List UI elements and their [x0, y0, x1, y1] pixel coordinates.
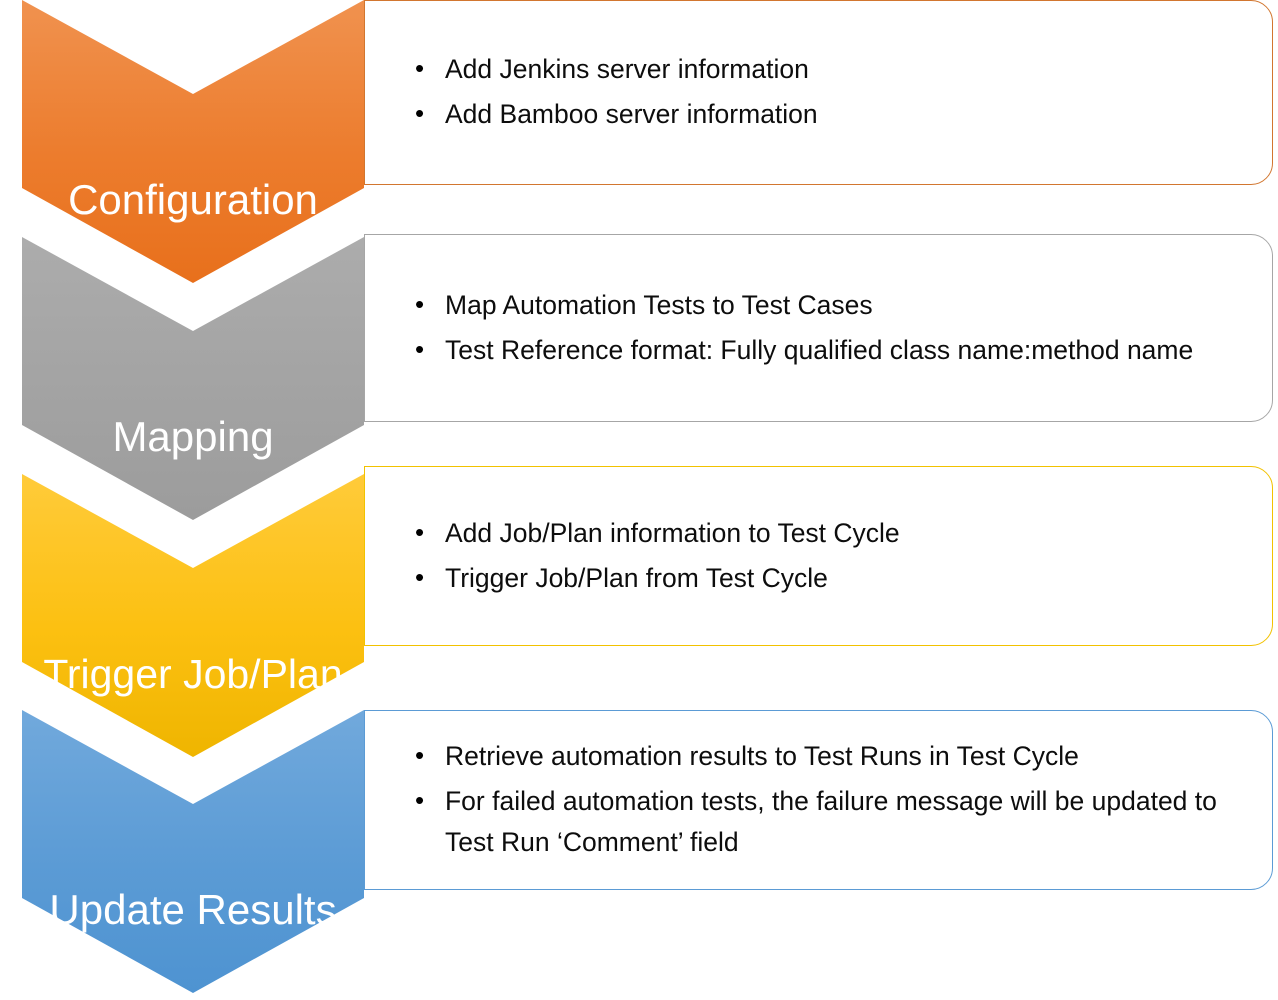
list-item: Add Bamboo server information: [415, 93, 1232, 136]
list-item: Test Reference format: Fully qualified c…: [415, 329, 1232, 372]
detail-panel-mapping: Map Automation Tests to Test Cases Test …: [364, 234, 1273, 422]
process-stage-configuration: Configuration Add Jenkins server informa…: [0, 0, 1278, 290]
process-stage-update-results: Update Results Retrieve automation resul…: [0, 710, 1278, 1000]
bullet-list-mapping: Map Automation Tests to Test Cases Test …: [365, 284, 1272, 372]
detail-panel-update-results: Retrieve automation results to Test Runs…: [364, 710, 1273, 890]
chevron-shape-icon: [22, 474, 364, 757]
process-stage-mapping: Mapping Map Automation Tests to Test Cas…: [0, 234, 1278, 527]
list-item: Retrieve automation results to Test Runs…: [415, 735, 1232, 778]
bullet-list-trigger-job-plan: Add Job/Plan information to Test Cycle T…: [365, 512, 1272, 600]
list-item: Trigger Job/Plan from Test Cycle: [415, 557, 1232, 600]
chevron-shape-icon: [22, 710, 364, 993]
chevron-update-results[interactable]: Update Results: [22, 710, 364, 993]
list-item: Add Job/Plan information to Test Cycle: [415, 512, 1232, 555]
process-stage-trigger-job-plan: Trigger Job/Plan Add Job/Plan informatio…: [0, 466, 1278, 764]
list-item: Add Jenkins server information: [415, 48, 1232, 91]
chevron-shape-icon: [22, 0, 364, 283]
list-item: For failed automation tests, the failure…: [415, 780, 1232, 865]
bullet-list-configuration: Add Jenkins server information Add Bambo…: [365, 48, 1272, 136]
bullet-list-update-results: Retrieve automation results to Test Runs…: [365, 735, 1272, 865]
chevron-shape-icon: [22, 237, 364, 520]
detail-panel-trigger-job-plan: Add Job/Plan information to Test Cycle T…: [364, 466, 1273, 646]
list-item: Map Automation Tests to Test Cases: [415, 284, 1232, 327]
detail-panel-configuration: Add Jenkins server information Add Bambo…: [364, 0, 1273, 185]
